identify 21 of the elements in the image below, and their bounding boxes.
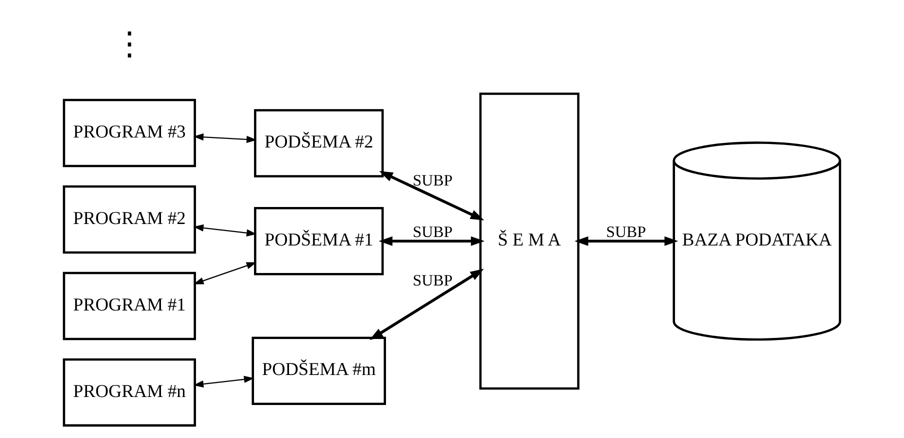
arrow [378, 236, 485, 246]
node-box: PROGRAM #3 [62, 98, 196, 167]
arrow [193, 132, 257, 142]
arrow [574, 236, 678, 246]
arrow [193, 262, 257, 284]
arrow [193, 375, 254, 388]
arrow [379, 170, 484, 220]
edge-label: SUBP [412, 272, 453, 290]
node-box: PROGRAM #1 [62, 271, 196, 340]
node-box: PODŠEMA #m [252, 336, 386, 404]
arrow [369, 268, 484, 340]
node-box: PROGRAM #n [62, 358, 196, 426]
edge-label: SUBP [412, 223, 453, 240]
node-box: Š E M A [479, 92, 580, 390]
node-box: PODŠEMA #1 [254, 206, 384, 275]
arrow [193, 224, 257, 236]
label: ⋮ [113, 26, 146, 61]
node-box: PODŠEMA #2 [254, 108, 384, 177]
edge-label: SUBP [606, 223, 646, 240]
edge-label: SUBP [412, 172, 453, 190]
node-box: PROGRAM #2 [62, 184, 196, 254]
